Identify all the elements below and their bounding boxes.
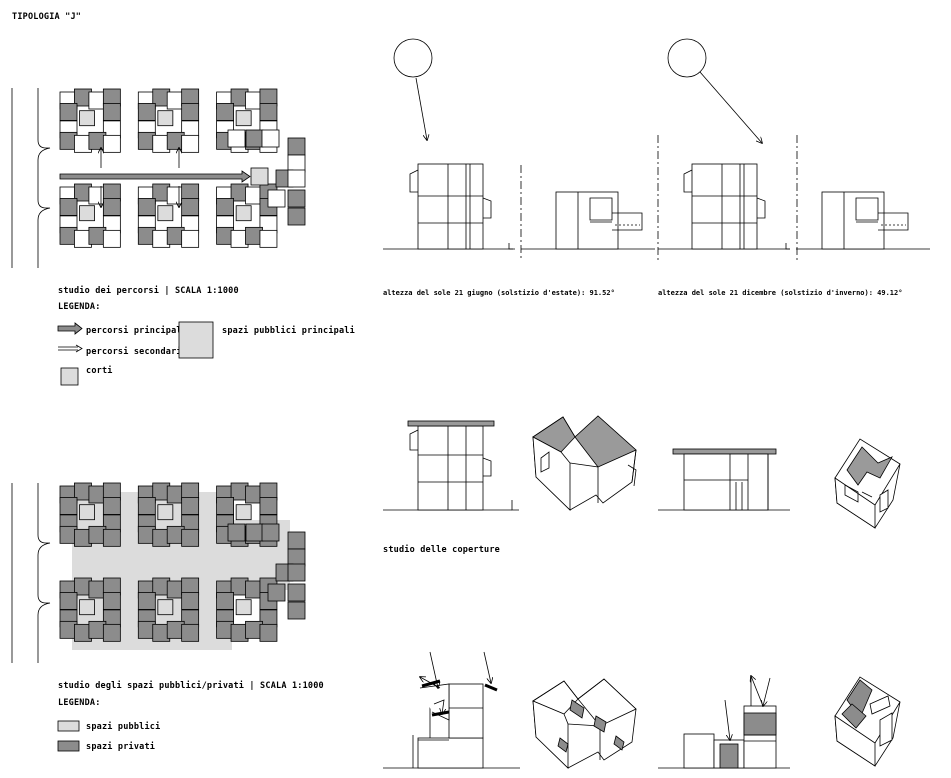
building-unit	[102, 623, 121, 642]
spazi-legend-title: LEGENDA:	[58, 698, 101, 708]
building-unit	[102, 229, 121, 248]
building-unit	[287, 563, 306, 582]
building-unit	[59, 592, 78, 610]
legend-symbols-spazi	[57, 720, 80, 752]
building-unit	[102, 497, 121, 515]
plan-percorsi	[11, 88, 306, 268]
building-unit	[216, 592, 235, 610]
building-unit	[181, 229, 200, 248]
building-unit	[216, 103, 235, 121]
courtyard	[235, 110, 252, 127]
building-unit	[245, 129, 264, 148]
building-unit	[181, 528, 200, 547]
percorsi-legend-title: LEGENDA:	[58, 302, 101, 312]
building-unit	[287, 531, 306, 550]
building-unit	[287, 601, 306, 620]
building-unit	[267, 189, 286, 208]
building-unit	[102, 198, 121, 216]
building-unit	[102, 103, 121, 121]
building-unit	[287, 207, 306, 226]
building-unit	[227, 523, 246, 542]
sole-inverno-label: altezza del sole 21 dicembre (solstizio …	[658, 289, 903, 297]
building-unit	[216, 497, 235, 515]
courtyard	[157, 599, 174, 616]
building-unit	[227, 129, 246, 148]
legend-spazi-pubblici-principali: spazi pubblici principali	[222, 326, 355, 336]
building-unit	[267, 583, 286, 602]
building-unit	[245, 523, 264, 542]
building-unit	[259, 229, 278, 248]
building-unit	[181, 198, 200, 216]
building-unit	[137, 103, 156, 121]
legend-corti: corti	[86, 366, 113, 376]
sole-estate-label: altezza del sole 21 giugno (solstizio d'…	[383, 289, 615, 297]
building-unit	[287, 137, 306, 156]
courtyard	[79, 599, 95, 616]
coperture-label: studio delle coperture	[383, 545, 500, 555]
building-unit	[287, 548, 306, 567]
building-unit	[59, 497, 78, 515]
building-unit	[261, 129, 280, 148]
public-square	[250, 167, 269, 186]
courtyard	[157, 504, 174, 521]
courtyard	[79, 205, 95, 222]
building-unit	[181, 623, 200, 642]
legend-symbols-percorsi	[57, 321, 214, 386]
building-unit	[59, 103, 78, 121]
building-unit	[137, 592, 156, 610]
courtyard	[79, 504, 95, 521]
building-unit	[261, 523, 280, 542]
legend-percorsi-secondari: percorsi secondari	[86, 347, 182, 357]
building-unit	[181, 592, 200, 610]
building-unit	[181, 103, 200, 121]
building-unit	[287, 169, 306, 188]
sun-study-estate	[383, 38, 655, 260]
building-unit	[259, 623, 278, 642]
legend-spazi-privati: spazi privati	[86, 742, 156, 752]
building-unit	[102, 134, 121, 153]
building-unit	[137, 497, 156, 515]
building-unit	[137, 198, 156, 216]
building-unit	[181, 134, 200, 153]
building-unit	[102, 592, 121, 610]
legend-percorsi-principali: percorsi principali	[86, 326, 188, 336]
courtyard	[235, 504, 252, 521]
percorsi-caption: studio dei percorsi | SCALA 1:1000	[58, 286, 239, 296]
building-unit	[259, 103, 278, 121]
spazi-caption: studio degli spazi pubblici/privati | SC…	[58, 681, 324, 691]
plan-spazi	[11, 482, 306, 663]
building-unit	[102, 528, 121, 547]
building-unit	[216, 198, 235, 216]
roof-study-row2	[383, 651, 901, 769]
roof-study-row1	[383, 415, 901, 529]
building-unit	[259, 497, 278, 515]
courtyard	[235, 205, 252, 222]
sun-study-inverno	[657, 38, 930, 260]
building-unit	[59, 198, 78, 216]
building-unit	[287, 154, 306, 173]
building-unit	[287, 189, 306, 208]
courtyard	[79, 110, 95, 127]
building-unit	[287, 583, 306, 602]
building-unit	[181, 497, 200, 515]
courtyard	[157, 205, 174, 222]
sheet-title: TIPOLOGIA "J"	[12, 12, 82, 22]
courtyard	[157, 110, 174, 127]
legend-spazi-pubblici: spazi pubblici	[86, 722, 161, 732]
courtyard	[235, 599, 252, 616]
